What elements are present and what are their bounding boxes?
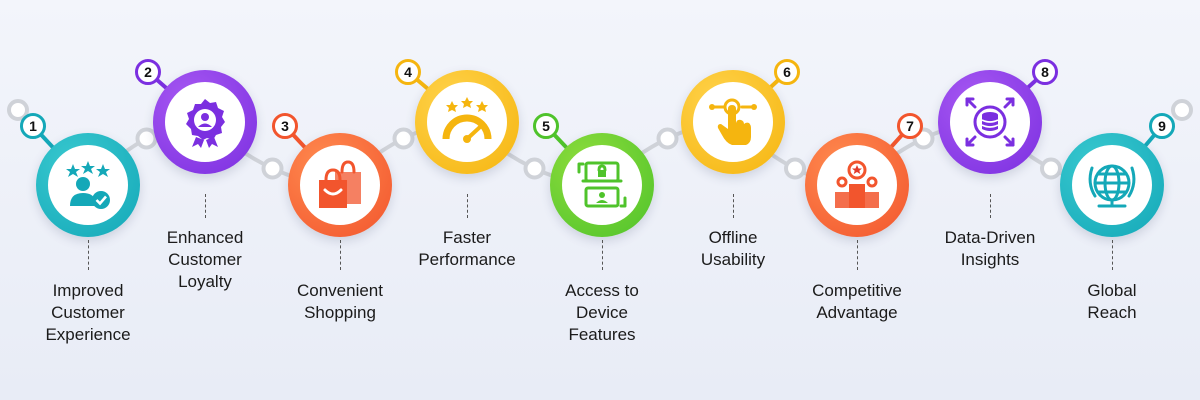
benefit-label: Enhanced Customer Loyalty bbox=[166, 228, 244, 291]
speedometer-icon bbox=[427, 82, 507, 162]
connector-node bbox=[1040, 157, 1062, 180]
label-leader-line bbox=[205, 194, 206, 218]
connector-node bbox=[135, 127, 158, 150]
shopping-bags-icon bbox=[300, 145, 380, 225]
tap-hand-icon bbox=[693, 82, 773, 162]
benefit-circle bbox=[1060, 133, 1164, 237]
step-number-badge: 2 bbox=[135, 59, 161, 85]
step-number-badge: 4 bbox=[395, 59, 421, 85]
connector-node bbox=[1171, 99, 1193, 121]
customer-rating-icon bbox=[48, 145, 128, 225]
step-number-badge: 1 bbox=[20, 113, 46, 139]
label-leader-line bbox=[88, 240, 89, 270]
benefit-circle bbox=[550, 133, 654, 237]
connector-node bbox=[7, 99, 29, 121]
connector-node bbox=[392, 127, 415, 150]
benefit-label: Data-Driven Insights bbox=[944, 228, 1036, 269]
connector-node bbox=[784, 157, 806, 180]
connector-node bbox=[261, 157, 284, 180]
label-leader-line bbox=[602, 240, 603, 270]
benefit-label: Convenient Shopping bbox=[296, 281, 383, 322]
benefit-circle bbox=[153, 70, 257, 174]
label-leader-line bbox=[857, 240, 858, 270]
database-icon bbox=[950, 82, 1030, 162]
step-number-badge: 3 bbox=[272, 113, 298, 139]
label-leader-line bbox=[990, 194, 991, 218]
benefit-circle bbox=[805, 133, 909, 237]
benefit-label: Global Reach bbox=[1087, 281, 1137, 322]
step-number-badge: 5 bbox=[533, 113, 559, 139]
benefit-label: Competitive Advantage bbox=[812, 281, 902, 322]
benefit-label: Improved Customer Experience bbox=[45, 281, 131, 344]
label-leader-line bbox=[467, 194, 468, 218]
benefit-circle bbox=[681, 70, 785, 174]
loyalty-badge-icon bbox=[165, 82, 245, 162]
step-number-badge: 6 bbox=[774, 59, 800, 85]
benefit-circle bbox=[938, 70, 1042, 174]
podium-icon bbox=[817, 145, 897, 225]
step-number-badge: 8 bbox=[1032, 59, 1058, 85]
benefit-circle bbox=[415, 70, 519, 174]
step-number-badge: 9 bbox=[1149, 113, 1175, 139]
benefit-label: Faster Performance bbox=[418, 228, 516, 269]
connector-node bbox=[656, 127, 679, 150]
connector-node bbox=[523, 157, 546, 180]
benefit-circle bbox=[36, 133, 140, 237]
label-leader-line bbox=[340, 240, 341, 270]
device-access-icon bbox=[562, 145, 642, 225]
benefit-label: Offline Usability bbox=[700, 228, 766, 269]
benefit-label: Access to Device Features bbox=[565, 281, 639, 344]
step-number-badge: 7 bbox=[897, 113, 923, 139]
globe-icon bbox=[1072, 145, 1152, 225]
label-leader-line bbox=[1112, 240, 1113, 270]
label-leader-line bbox=[733, 194, 734, 218]
benefit-circle bbox=[288, 133, 392, 237]
